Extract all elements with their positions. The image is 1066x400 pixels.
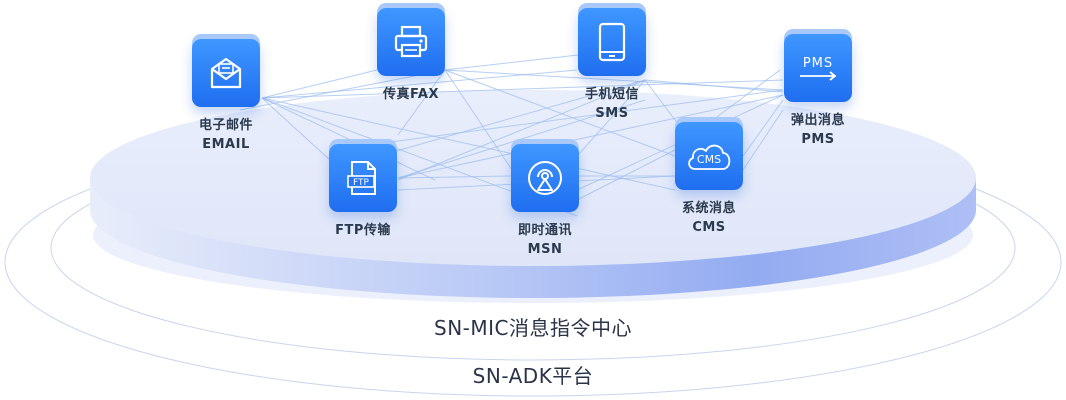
connection-line [397, 69, 446, 136]
node-pms[interactable]: PMS 弹出消息 PMS [748, 34, 888, 149]
node-sms[interactable]: 手机短信 SMS [542, 8, 682, 123]
connection-line [239, 69, 446, 111]
node-fax[interactable]: 传真FAX [341, 8, 481, 104]
printer-icon [394, 25, 428, 58]
connection-line [329, 89, 784, 151]
connection-line [444, 54, 579, 71]
pms-icon-text: PMS [803, 56, 833, 71]
inner-platform-label: SN-MIC消息指令中心 [434, 316, 632, 340]
cms-icon-text: CMS [697, 153, 721, 166]
outer-platform-label: SN-ADK平台 [472, 364, 594, 388]
cms-tile[interactable]: CMS [675, 122, 743, 190]
node-msn[interactable]: 即时通讯 MSN [475, 144, 615, 259]
connection-line [397, 94, 784, 179]
node-cms[interactable]: CMS 系统消息 CMS [639, 122, 779, 237]
connection-line [261, 69, 378, 99]
sms-label: 手机短信 SMS [584, 87, 639, 121]
connection-line [644, 79, 784, 93]
email-tile[interactable] [192, 39, 260, 107]
connection-line [397, 99, 646, 179]
connection-line [444, 69, 676, 157]
ftp-file-icon: FTP [347, 161, 376, 195]
connection-line [576, 149, 676, 201]
cms-cloud-icon: CMS [688, 144, 731, 170]
connection-line [742, 99, 784, 157]
fax-tile[interactable] [377, 8, 445, 76]
msn-label: 即时通讯 MSN [517, 223, 572, 257]
ftp-tile[interactable]: FTP [329, 144, 397, 212]
broadcast-icon [528, 161, 562, 195]
ftp-label: FTP传输 [335, 223, 391, 238]
fax-label: 传真FAX [383, 87, 439, 102]
connection-line [261, 79, 784, 99]
tablet-icon [598, 22, 626, 62]
connection-line [397, 79, 646, 181]
pms-tile[interactable]: PMS [784, 34, 852, 102]
email-label: 电子邮件 EMAIL [198, 118, 253, 152]
connection-line [444, 69, 513, 171]
sms-tile[interactable] [578, 8, 646, 76]
node-email[interactable]: 电子邮件 EMAIL [156, 39, 296, 154]
connection-line [742, 109, 784, 171]
connection-line [261, 97, 676, 191]
connection-line [709, 69, 781, 123]
connection-line [261, 97, 436, 181]
pms-arrow-icon: PMS [800, 56, 837, 81]
node-ftp[interactable]: FTP FTP传输 [293, 144, 433, 240]
msn-tile[interactable] [511, 144, 579, 212]
connection-line [397, 175, 513, 179]
connection-line [261, 97, 331, 161]
ftp-icon-text: FTP [353, 178, 370, 188]
pms-label: 弹出消息 PMS [790, 113, 845, 147]
envelope-icon [210, 57, 242, 89]
cms-label: 系统消息 CMS [681, 201, 736, 235]
